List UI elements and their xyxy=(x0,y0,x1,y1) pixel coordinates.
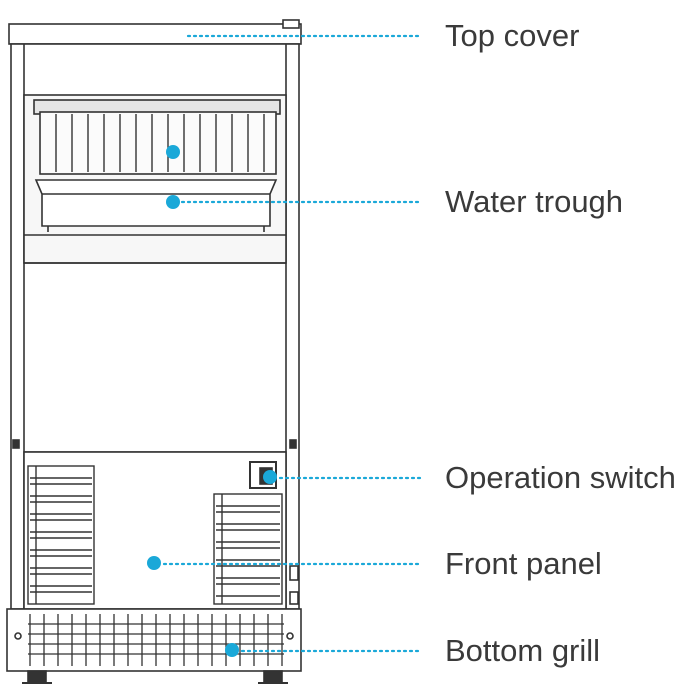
evaporator-grid xyxy=(55,114,265,172)
left-louvers xyxy=(27,465,95,605)
top-cover-cap xyxy=(282,19,300,29)
label-water-trough: Water trough xyxy=(445,184,623,219)
water-trough-part xyxy=(34,179,278,227)
marker-dot xyxy=(166,145,180,159)
label-operation-switch: Operation switch xyxy=(445,460,676,495)
label-top-cover: Top cover xyxy=(445,18,579,53)
marker-dot xyxy=(166,195,180,209)
marker-dot xyxy=(263,470,277,484)
callout-top-cover: Top cover xyxy=(186,18,579,53)
hinge-left xyxy=(12,439,20,449)
side-port-lower xyxy=(289,591,299,605)
callout-bottom-grill: Bottom grill xyxy=(225,633,600,668)
label-front-panel: Front panel xyxy=(445,546,602,581)
callout-water-trough: Water trough xyxy=(166,145,623,219)
bottom-grill-part xyxy=(6,608,302,672)
marker-dot xyxy=(147,556,161,570)
marker-dot xyxy=(225,643,239,657)
grill-slats xyxy=(28,614,284,666)
foot-right xyxy=(263,670,283,684)
right-louvers xyxy=(213,493,283,605)
side-port-upper xyxy=(289,565,299,581)
hinge-right xyxy=(289,439,297,449)
callout-front-panel: Front panel xyxy=(147,546,602,581)
label-bottom-grill: Bottom grill xyxy=(445,633,600,668)
foot-left xyxy=(27,670,47,684)
callouts: Top cover Water trough Operation switch … xyxy=(147,18,676,668)
grill-screw-left xyxy=(14,632,22,640)
grill-screw-right xyxy=(286,632,294,640)
top-cover-part xyxy=(8,23,302,45)
evaporator-plate xyxy=(39,111,277,175)
callout-operation-switch: Operation switch xyxy=(263,460,676,495)
machine-illustration xyxy=(6,19,302,684)
